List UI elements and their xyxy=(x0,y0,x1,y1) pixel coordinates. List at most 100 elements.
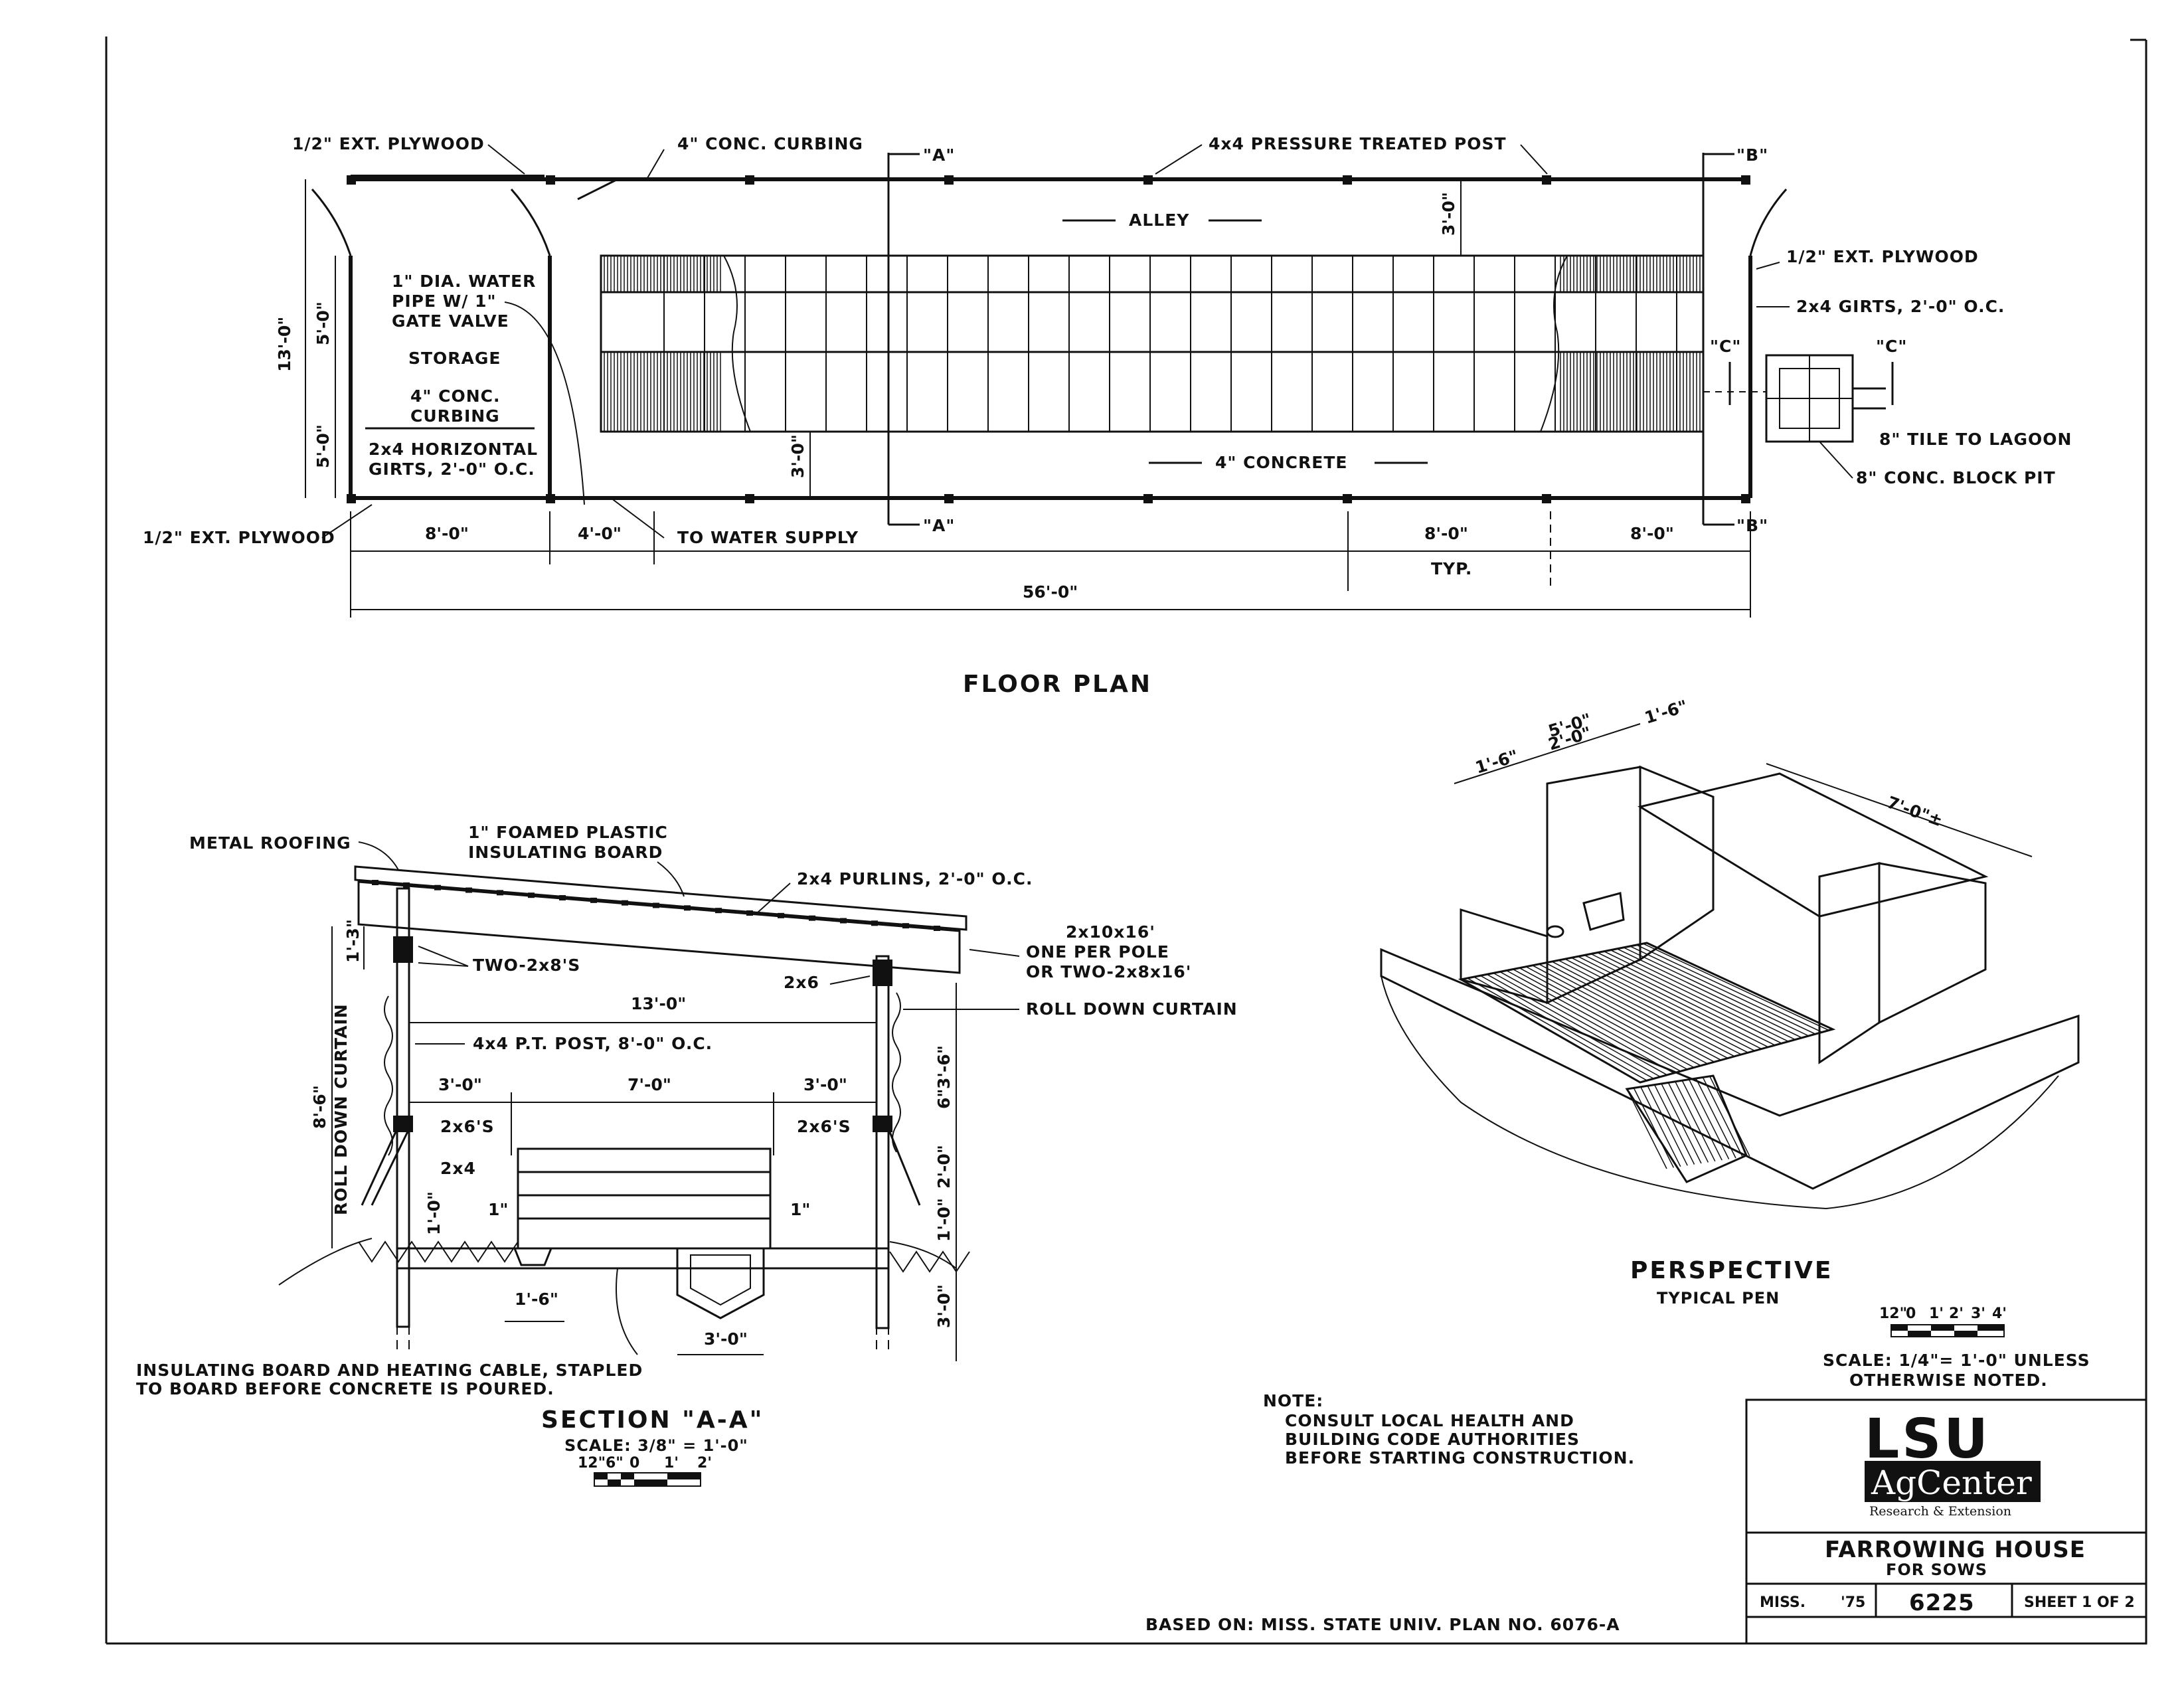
persp-slat-line xyxy=(1623,947,1809,1037)
pen-dividers xyxy=(663,256,1677,432)
curbing-top-label: 4" CONC. CURBING xyxy=(677,134,863,153)
title-block-state: MISS. xyxy=(1760,1594,1806,1611)
persp-slat-line xyxy=(1499,971,1681,1072)
perspective-title: PERSPECTIVE xyxy=(1630,1257,1833,1284)
persp-slat-line xyxy=(1532,965,1715,1062)
scale-tick-0: 0 xyxy=(630,1455,639,1472)
insulation-note-1: INSULATING BOARD AND HEATING CABLE, STAP… xyxy=(136,1361,643,1380)
scale-tick-1ft: 1' xyxy=(664,1455,679,1472)
pscale-tick-0: 0 xyxy=(1906,1305,1916,1322)
purlin xyxy=(497,890,503,896)
purlin xyxy=(778,912,784,918)
slat-lines xyxy=(1460,943,1829,1083)
scale-tick-6in: 6" xyxy=(606,1455,624,1472)
purlin xyxy=(746,910,753,916)
pscale-tick-1: 1' xyxy=(1929,1305,1944,1322)
pscale-tick-2: 2' xyxy=(1949,1305,1964,1322)
2x6s-left-label: 2x6'S xyxy=(440,1117,495,1136)
persp-slat-line xyxy=(1525,966,1708,1064)
purlin xyxy=(590,897,597,903)
floor-plan-dimensions: 13'-0" 5'-0" 5'-0" 3'-0" 3'-0" 8'-0" 4'-… xyxy=(275,179,1751,618)
storage-girts-label-1: 2x4 HORIZONTAL xyxy=(369,440,538,459)
pen-side-panel xyxy=(1639,765,1715,962)
persp-dim-7-0: 7'-0"± xyxy=(1885,792,1945,830)
purlin xyxy=(434,884,441,890)
dim-1-0-right: 1'-0" xyxy=(934,1198,954,1242)
section-a-bottom-label: "A" xyxy=(923,516,955,535)
posts-bottom xyxy=(347,494,1750,503)
persp-slat-line xyxy=(1604,950,1789,1043)
pit-slats xyxy=(1626,1076,1750,1169)
feeder xyxy=(1582,892,1625,931)
scale-note-2: OTHERWISE NOTED. xyxy=(1849,1371,2048,1390)
insulation-note-2: TO BOARD BEFORE CONCRETE IS POURED. xyxy=(136,1379,554,1398)
pscale-tick-12in: 12" xyxy=(1879,1305,1907,1322)
purlin xyxy=(559,895,566,901)
section-marker-c: "C" "C" xyxy=(1710,337,1906,405)
2x6s-right-label: 2x6'S xyxy=(797,1117,851,1136)
dim-1-6: 1'-6" xyxy=(515,1290,558,1309)
purlin xyxy=(653,902,659,908)
dim-3-0-footing: 3'-0" xyxy=(934,1284,954,1328)
pole-label-2: ONE PER POLE xyxy=(1026,942,1169,962)
section-b-bottom-label: "B" xyxy=(1736,516,1768,535)
purlin xyxy=(934,925,940,931)
pole-label-3: OR TWO-2x8x16' xyxy=(1026,962,1191,981)
persp-slat-line xyxy=(1513,968,1695,1068)
title-block-sheet: SHEET 1 OF 2 xyxy=(2024,1594,2135,1611)
dim-3-6: 3'-6" xyxy=(934,1045,954,1089)
section-marker-b: "B" "B" xyxy=(1702,145,1768,535)
typ-label: TYP. xyxy=(1431,559,1472,578)
pen-top-rail xyxy=(1638,772,1989,918)
lsu-agcenter-logo: LSU AgCenter Research & Extension xyxy=(1865,1408,2041,1519)
title-block-plan-number: 6225 xyxy=(1909,1590,1975,1616)
pit-slat-line xyxy=(1626,1088,1667,1169)
persp-slat-line xyxy=(1551,961,1735,1057)
note-head: NOTE: xyxy=(1263,1391,1323,1410)
pit-slat-line xyxy=(1661,1083,1702,1164)
posts-top xyxy=(347,175,1750,185)
persp-slat-line xyxy=(1584,954,1769,1048)
dim-6in: 6" xyxy=(934,1089,954,1109)
perspective-scale-bar: 12" 0 1' 2' 3' 4' xyxy=(1879,1305,2007,1337)
persp-slat-line xyxy=(1597,952,1782,1044)
persp-slat-line xyxy=(1460,979,1641,1083)
pen-front-panel xyxy=(1546,766,1641,1005)
storage-label: STORAGE xyxy=(408,349,501,368)
dim-1in-left: 1" xyxy=(488,1200,508,1219)
pen-rear-panel xyxy=(1878,862,1987,1025)
purlin xyxy=(871,920,878,926)
section-a-top-label: "A" xyxy=(923,145,955,165)
persp-slat-line xyxy=(1480,975,1661,1078)
post-label: 4x4 PRESSURE TREATED POST xyxy=(1209,134,1507,153)
purlin xyxy=(840,918,847,924)
plywood-right-label: 1/2" EXT. PLYWOOD xyxy=(1786,247,1979,266)
section-a-a: METAL ROOFING 1" FOAMED PLASTIC INSULATI… xyxy=(136,823,1237,1487)
pscale-tick-3: 3' xyxy=(1971,1305,1985,1322)
storage-curbing-label-2: CURBING xyxy=(410,406,500,426)
pit-slat-line xyxy=(1633,1088,1675,1168)
water-pipe-label-2: PIPE W/ 1" xyxy=(392,292,497,311)
based-on-label: BASED ON: MISS. STATE UNIV. PLAN NO. 607… xyxy=(1145,1615,1620,1634)
block-pit xyxy=(1703,354,1886,443)
perspective-pit xyxy=(1625,1074,1748,1183)
logo-research-extension: Research & Extension xyxy=(1869,1504,2011,1519)
section-marker-a: "A" "A" xyxy=(887,145,955,535)
dim-8-0-pen-b: 8'-0" xyxy=(1630,524,1674,543)
dim-5-0-bottom: 5'-0" xyxy=(313,424,333,468)
purlin xyxy=(902,923,909,929)
metal-roofing xyxy=(354,865,967,931)
dim-section-13-0: 13'-0" xyxy=(631,994,686,1013)
note-line-2: BUILDING CODE AUTHORITIES xyxy=(1285,1430,1580,1449)
pit-slat-line xyxy=(1653,1084,1695,1165)
concrete-label: 4" CONCRETE xyxy=(1215,453,1347,472)
persp-slat-line xyxy=(1571,957,1755,1052)
persp-slat-line xyxy=(1519,967,1701,1066)
dim-1-3: 1'-3" xyxy=(343,919,363,963)
purlin xyxy=(622,900,628,906)
perspective-subtitle: TYPICAL PEN xyxy=(1657,1289,1780,1307)
persp-slat-line xyxy=(1590,953,1776,1046)
pit-slat-line xyxy=(1667,1082,1709,1163)
dim-section-3-0-right: 3'-0" xyxy=(803,1075,847,1094)
